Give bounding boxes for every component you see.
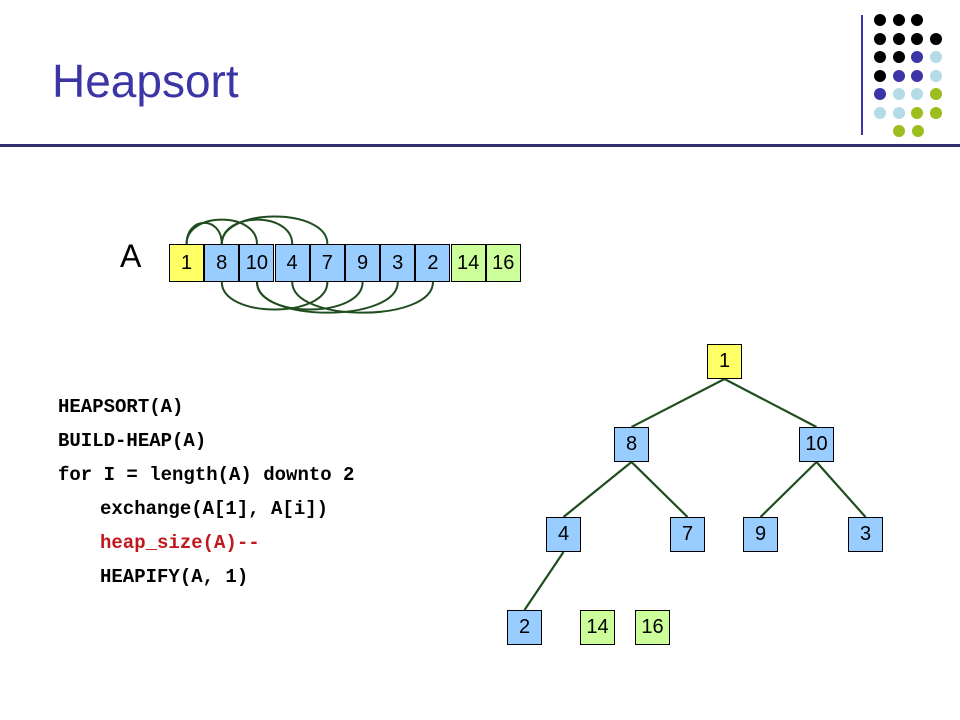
decorative-dot — [893, 125, 905, 137]
array-cell: 14 — [450, 244, 486, 282]
decorative-dot — [874, 32, 886, 45]
tree-node: 10 — [799, 427, 834, 462]
array-cell: 1 — [169, 244, 204, 282]
array-cell: 4 — [274, 244, 310, 282]
array-arc-top — [185, 218, 258, 245]
decorative-dot — [892, 69, 905, 82]
decorative-dot — [929, 32, 942, 45]
code-line: heap_size(A)-- — [100, 532, 260, 554]
tree-edge — [630, 461, 689, 518]
code-line: BUILD-HEAP(A) — [58, 430, 207, 452]
decorative-dot — [892, 14, 905, 26]
array-arc-bottom — [220, 281, 329, 311]
tree-edge — [630, 378, 726, 428]
decorative-dot — [874, 88, 886, 100]
tree-node: 3 — [848, 517, 883, 552]
array-arc-bottom — [291, 281, 434, 314]
array-cell: 2 — [415, 244, 451, 282]
decorative-dot — [874, 14, 886, 26]
array-cell: 7 — [309, 244, 345, 282]
decorative-dot — [874, 69, 886, 82]
decorative-dot — [874, 106, 886, 119]
decorative-dot — [911, 88, 923, 100]
tree-node: 9 — [743, 517, 778, 552]
array-cell: 9 — [345, 244, 380, 282]
slide-title: Heapsort — [52, 55, 239, 107]
tree-edge — [759, 461, 818, 518]
decorative-dot — [911, 32, 923, 45]
decorative-dot — [911, 106, 923, 119]
tree-node: 1 — [707, 344, 742, 379]
code-line: HEAPIFY(A, 1) — [100, 566, 249, 588]
tree-node: 14 — [580, 610, 615, 645]
code-line: HEAPSORT(A) — [58, 396, 184, 418]
tree-edge — [815, 461, 867, 518]
tree-node: 7 — [670, 517, 705, 552]
decorative-dot — [929, 51, 942, 63]
tree-node: 16 — [635, 610, 670, 645]
tree-edge — [523, 551, 565, 611]
decorative-dot — [911, 51, 923, 63]
decorative-dot — [892, 32, 905, 45]
decorative-dot — [892, 51, 905, 63]
code-line: exchange(A[1], A[i]) — [100, 498, 329, 520]
tree-node: 4 — [546, 517, 581, 552]
array-arc-top — [220, 215, 329, 245]
decorative-dot — [892, 106, 905, 119]
array-cell: 8 — [204, 244, 240, 282]
decorative-dot — [911, 125, 924, 137]
array-label: A — [120, 238, 142, 274]
decorative-dot — [911, 14, 923, 26]
tree-edge — [723, 378, 818, 428]
title-underline — [0, 144, 960, 147]
tree-edge — [562, 461, 633, 518]
decorative-dot — [929, 88, 942, 100]
decorative-dot — [892, 88, 905, 100]
decorative-dot — [929, 69, 942, 82]
array-cell: 10 — [239, 244, 275, 282]
tree-node: 8 — [614, 427, 649, 462]
array-arc-bottom — [256, 281, 399, 314]
code-line: for I = length(A) downto 2 — [58, 464, 355, 486]
pseudocode: HEAPSORT(A) BUILD-HEAP(A) for I = length(A… — [58, 390, 354, 594]
array-cell: 16 — [485, 244, 521, 282]
decorative-dot — [874, 51, 886, 63]
decorative-dot — [929, 106, 942, 119]
tree-node: 2 — [507, 610, 542, 645]
array-cell: 3 — [380, 244, 416, 282]
accent-vertical-line — [861, 15, 863, 135]
decorative-dot — [911, 69, 923, 82]
